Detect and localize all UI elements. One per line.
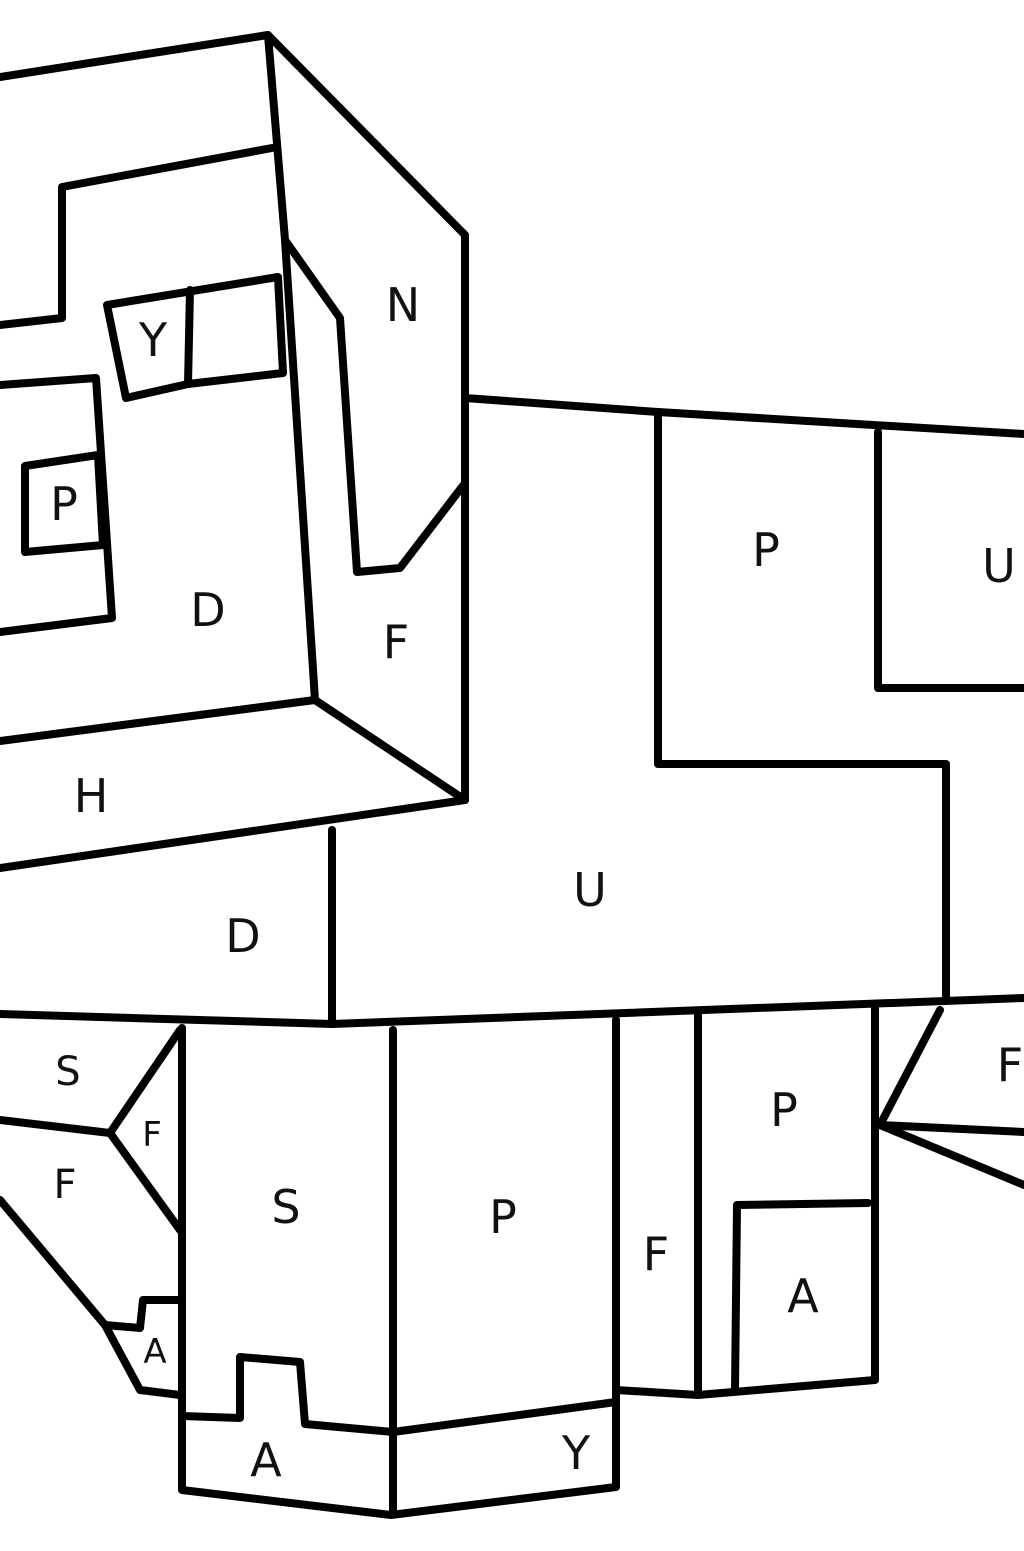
label-front-left-leg-top: S	[55, 1049, 80, 1095]
label-head-nose-top: N	[386, 278, 420, 332]
label-back-leg: F	[997, 1038, 1023, 1092]
label-body-main: U	[573, 863, 607, 917]
label-neck: D	[225, 909, 260, 963]
body-spot-left	[654, 408, 950, 1004]
back-leg-outline	[876, 1006, 1024, 1189]
label-head-eye-small: Y	[138, 313, 168, 367]
head-forehead-band	[0, 144, 276, 329]
head-bottom-edge	[0, 796, 469, 872]
label-leg-right-top: P	[770, 1083, 798, 1137]
head-bottom-top	[0, 696, 319, 745]
leg-s-hoof-top	[178, 1353, 620, 1436]
back-leg-inner	[876, 1121, 1024, 1136]
leg-right-outline	[694, 1004, 879, 1399]
front-left-leg-mid	[106, 1129, 184, 1234]
eye-small-divider	[184, 286, 194, 388]
body-spot-right	[874, 428, 1024, 692]
label-leg-left-hoof: A	[250, 1433, 282, 1487]
label-front-left-hoof: A	[143, 1332, 166, 1372]
label-head-bottom: H	[74, 769, 109, 823]
label-head-side-lower: F	[383, 615, 409, 669]
label-leg-center-hoof: Y	[561, 1426, 591, 1480]
left-eye-pupil	[21, 451, 107, 556]
label-head-face: D	[190, 583, 225, 637]
front-left-hoof	[101, 1296, 184, 1332]
label-leg-center: P	[489, 1190, 517, 1244]
front-left-leg-low	[0, 1196, 184, 1399]
label-leg-divider: F	[643, 1227, 669, 1281]
label-body-spot-left: P	[752, 523, 780, 577]
head-front-right-edge	[264, 31, 469, 804]
leg-right-hoof	[731, 1199, 872, 1394]
label-head-eye-left: P	[50, 477, 78, 531]
leg-s-outline	[178, 1016, 620, 1519]
label-front-left-leg-low: F	[53, 1162, 76, 1208]
body-bottom-edge	[0, 994, 1024, 1028]
label-leg-right-hoof: A	[787, 1269, 819, 1323]
body-top-edge	[461, 394, 1024, 438]
label-leg-left-front: S	[271, 1180, 300, 1234]
head-nose-bridge	[281, 236, 469, 576]
eye-small-region	[103, 273, 287, 402]
label-front-left-leg-mid: F	[142, 1115, 162, 1155]
leg-divider-f	[612, 1011, 702, 1399]
head-top-edge	[0, 31, 469, 804]
label-body-spot-right: U	[982, 539, 1016, 593]
